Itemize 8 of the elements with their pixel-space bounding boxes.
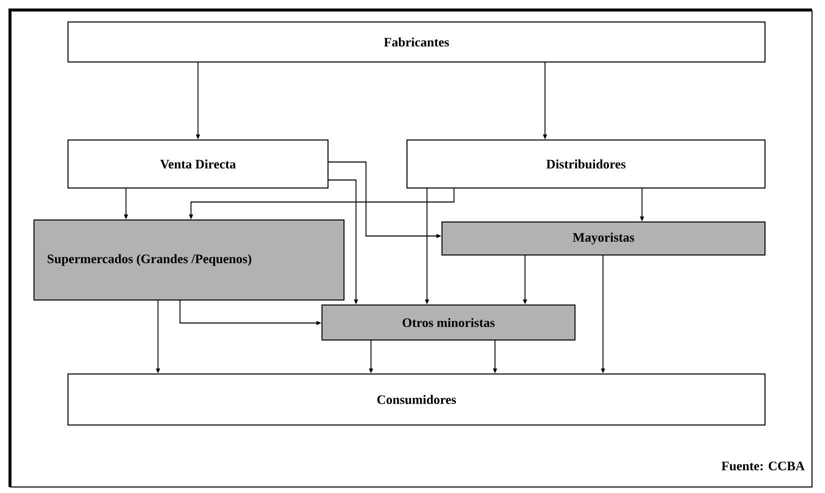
channel-box: Otros minoristas	[322, 304, 576, 340]
channel-box: Mayoristas	[442, 222, 766, 256]
process-box: Fabricantes	[68, 22, 766, 62]
process-box: Venta Directa	[68, 140, 328, 188]
channel-box: Supermercados (Grandes /Pequenos)	[34, 220, 344, 300]
source-note: Fuente: CCBA	[722, 462, 805, 470]
process-box: Consumidores	[68, 374, 766, 426]
process-box: Distribuidores	[406, 140, 766, 188]
